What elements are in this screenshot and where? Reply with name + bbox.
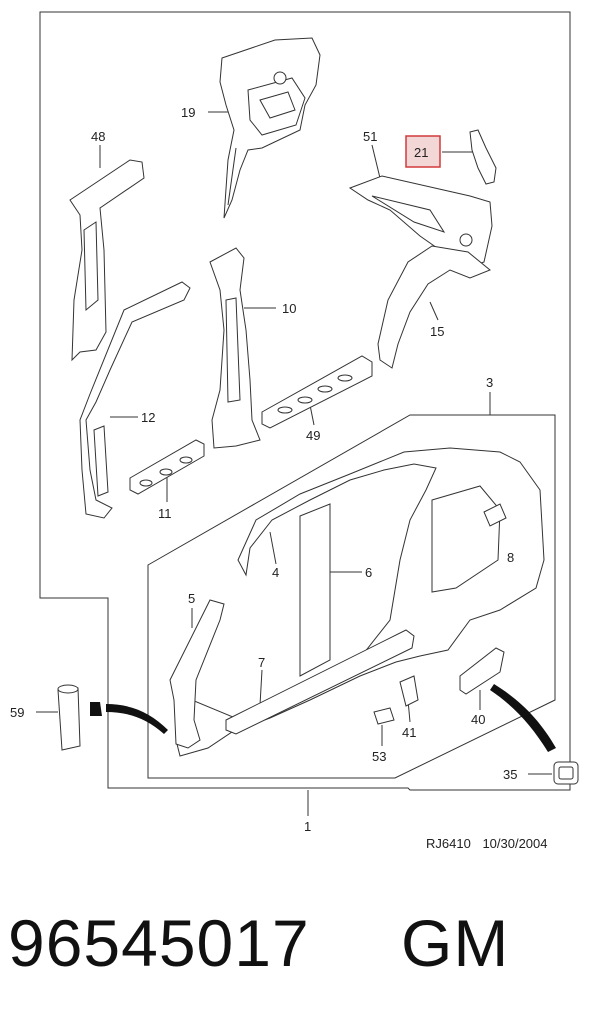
part-21-bracket-shape	[469, 129, 497, 185]
part-59-plug-shape	[57, 684, 81, 751]
assembly-3-body-side-shape	[175, 447, 545, 757]
callout-5: 5	[188, 591, 195, 606]
reference-date: 10/30/2004	[482, 836, 548, 851]
exploded-parts-diagram: 19 48 51 21 10 15 12 49 3 11 4 6 8 5 7 5…	[10, 11, 579, 834]
callout-21: 21	[414, 145, 428, 160]
callout-4: 4	[272, 565, 279, 580]
callout-49: 49	[306, 428, 320, 443]
part-51-quarter-inner-shape	[348, 175, 493, 271]
callout-48: 48	[91, 129, 105, 144]
callout-1: 1	[304, 819, 311, 834]
callout-12: 12	[141, 410, 155, 425]
callout-6: 6	[365, 565, 372, 580]
callout-11: 11	[158, 506, 172, 521]
part-5-front-pillar-shape	[169, 599, 225, 749]
part-7-rocker-shape	[225, 629, 415, 735]
part-11-lower-reinforcement-shape	[129, 439, 205, 495]
callout-59: 59	[10, 705, 24, 720]
brand-name: GM	[401, 906, 510, 980]
callout-8: 8	[507, 550, 514, 565]
assembly-3-outline	[147, 414, 556, 779]
reference-code: RJ6410	[426, 836, 471, 851]
part-number: 96545017	[8, 906, 310, 980]
part-48-pillar-shape	[69, 159, 145, 362]
part-10-b-pillar-shape	[209, 247, 261, 449]
part-40-bracket-shape	[459, 647, 505, 695]
callout-40: 40	[471, 712, 485, 727]
callout-10: 10	[282, 301, 296, 316]
callout-53: 53	[372, 749, 386, 764]
callout-21-highlight-box	[405, 135, 441, 168]
part-53-clip-shape	[373, 707, 395, 725]
callouts: 19 48 51 21 10 15 12 49 3 11 4 6 8 5 7 5…	[10, 105, 517, 834]
callout-3: 3	[486, 375, 493, 390]
leader-lines	[36, 111, 552, 816]
assembly-1-outline	[39, 11, 571, 791]
drawing-reference: RJ6410 10/30/2004	[426, 836, 548, 851]
part-41-bracket-shape	[399, 675, 419, 707]
callout-41: 41	[402, 725, 416, 740]
assembly-arrows	[90, 684, 556, 752]
callout-7: 7	[258, 655, 265, 670]
part-caption: 96545017 GM	[8, 905, 509, 981]
callout-51: 51	[363, 129, 377, 144]
part-35-cap-shape	[553, 761, 579, 785]
callout-35: 35	[503, 767, 517, 782]
part-19-wheelhouse-shape	[219, 37, 321, 219]
part-15-quarter-wheelhouse-shape	[377, 245, 491, 369]
part-49-rocker-reinforcement-shape	[261, 355, 373, 429]
part-12-pillar-lower-shape	[79, 281, 191, 519]
callout-19: 19	[181, 105, 195, 120]
callout-15: 15	[430, 324, 444, 339]
